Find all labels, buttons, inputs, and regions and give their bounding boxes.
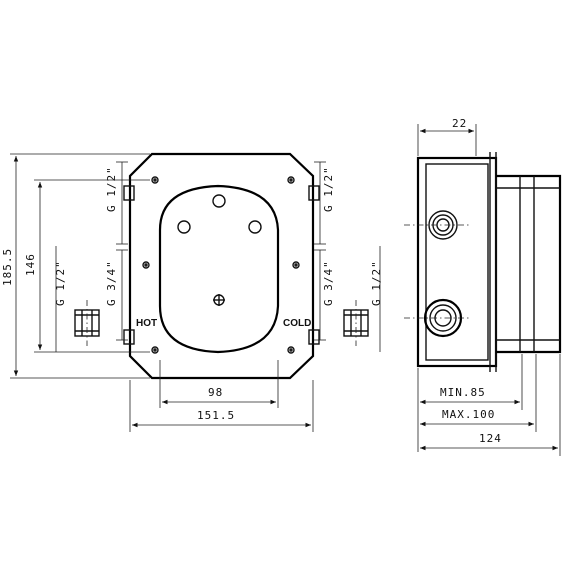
mount-tab-top-right <box>308 185 320 201</box>
screw-holes <box>142 176 300 354</box>
front-view: HOT COLD <box>1 152 383 432</box>
mount-tab-top-left <box>123 185 135 201</box>
plate-holes <box>177 194 262 306</box>
housing-outline <box>128 152 315 380</box>
dim-width-overall <box>129 380 314 432</box>
dim-height-inner <box>34 179 150 353</box>
side-port-lower <box>423 298 463 338</box>
dim-top <box>417 124 477 156</box>
thread-left-outlet-label: G 1/2" <box>54 260 67 306</box>
side-flange-inner <box>425 163 489 361</box>
left-outlet-fitting <box>74 300 100 346</box>
side-view: 22 MIN.85 MAX.100 124 <box>404 117 562 456</box>
mount-tab-bottom-right <box>308 329 320 345</box>
hot-label: HOT <box>136 318 157 329</box>
dim-total <box>420 354 561 456</box>
thread-mid-left-label: G 3/4" <box>105 260 118 306</box>
dim-width-overall-label: 151.5 <box>197 409 235 422</box>
thread-top-left-label: G 1/2" <box>105 166 118 212</box>
cold-label: COLD <box>283 318 311 329</box>
thread-mid-right-label: G 3/4" <box>322 260 335 306</box>
right-outlet-fitting <box>343 300 369 346</box>
dim-width-plate <box>159 360 279 408</box>
dim-top-label: 22 <box>452 117 467 130</box>
dim-width-plate-label: 98 <box>208 386 223 399</box>
mount-tab-bottom-left <box>123 329 135 345</box>
dim-height-overall <box>10 153 150 379</box>
thread-top-right-label: G 1/2" <box>322 166 335 212</box>
dim-min <box>417 354 523 452</box>
dim-height-overall-label: 185.5 <box>1 248 14 286</box>
thread-guide-lines <box>116 161 326 341</box>
dim-min-label: MIN.85 <box>440 386 486 399</box>
dim-height-inner-label: 146 <box>24 253 37 276</box>
dim-total-label: 124 <box>479 432 502 445</box>
dim-max-label: MAX.100 <box>442 408 495 421</box>
dim-max <box>420 354 537 432</box>
side-flange <box>416 156 498 368</box>
side-rear-body <box>496 174 562 354</box>
thread-right-outlet-label: G 1/2" <box>370 260 383 306</box>
cover-plate-outline <box>158 184 280 354</box>
